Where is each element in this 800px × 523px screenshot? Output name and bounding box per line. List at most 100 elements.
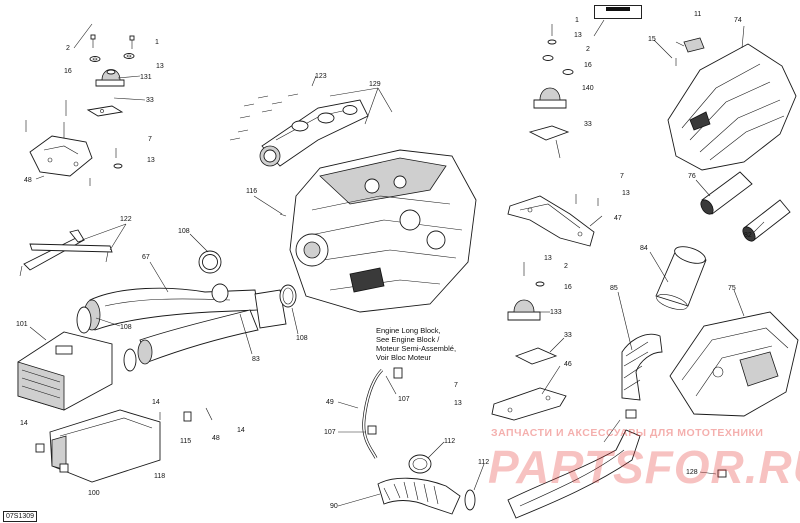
callout-16: 16 — [64, 68, 72, 75]
hose-clamp-112 — [408, 454, 476, 511]
label-part-11 — [683, 37, 705, 53]
callout-14-c: 14 — [20, 420, 28, 427]
callout-1: 1 — [155, 39, 159, 46]
callout-2: 2 — [66, 45, 70, 52]
airbox-cover-74 — [667, 43, 797, 171]
spacer-part-33-right — [528, 125, 570, 141]
callout-118: 118 — [154, 473, 165, 480]
hose-clamp-108-right — [279, 284, 297, 308]
bracket-part-48 — [25, 100, 93, 177]
breather-hose-49 — [362, 367, 403, 459]
callout-14-a: 14 — [152, 399, 160, 406]
warning-decal — [594, 5, 642, 19]
callout-75: 75 — [728, 285, 736, 292]
leader-lines — [29, 19, 765, 507]
engine-long-block — [279, 149, 477, 313]
engine-mount-133 — [507, 262, 545, 321]
watermark-subtitle: ЗАПЧАСТИ И АКСЕССУАРЫ ДЛЯ МОТОТЕХНИКИ — [491, 427, 764, 439]
intake-duct-67 — [83, 283, 287, 365]
callout-122: 122 — [120, 216, 132, 223]
washer-part-16 — [89, 56, 101, 62]
callout-83: 83 — [252, 356, 260, 363]
callout-13-b: 13 — [147, 157, 155, 164]
callout-67: 67 — [142, 254, 150, 261]
right-engine-mount-group — [491, 24, 599, 421]
callout-49: 49 — [326, 399, 334, 406]
hose-clamp-108-top — [198, 250, 222, 274]
callout-108-b: 108 — [120, 324, 132, 331]
heat-shield-118 — [35, 407, 213, 483]
callout-107-a: 107 — [398, 396, 410, 403]
intake-boot-85 — [621, 333, 663, 401]
callout-15: 15 — [648, 36, 656, 43]
callout-116: 116 — [246, 188, 257, 195]
callout-82: 82 — [744, 232, 752, 239]
washer-part-13 — [123, 53, 135, 59]
callout-108-a: 108 — [178, 228, 190, 235]
callout-33-b: 33 — [584, 121, 592, 128]
callout-131: 131 — [140, 74, 152, 81]
warning-decal-bar — [606, 7, 630, 11]
callout-129: 129 — [369, 81, 381, 88]
callout-13-f: 13 — [454, 400, 462, 407]
intake-manifold-129 — [229, 93, 369, 167]
callout-76: 76 — [688, 173, 696, 180]
engine-mount-140 — [533, 87, 567, 109]
callout-33: 33 — [146, 97, 154, 104]
bracket-part-46 — [491, 387, 567, 421]
callout-2-b: 2 — [586, 46, 590, 53]
callout-112-a: 112 — [444, 438, 455, 445]
callout-13-d: 13 — [622, 190, 630, 197]
spacer-part-33-lower — [514, 347, 558, 365]
bolt-part-2 — [90, 34, 96, 48]
hose-clamp-108-mid — [123, 348, 137, 372]
callout-labels: 1 2 16 13 131 33 48 7 13 123 129 116 122… — [16, 11, 752, 510]
callout-11: 11 — [694, 11, 701, 18]
clamp-strap-122 — [19, 229, 113, 277]
left-engine-mount-group — [25, 34, 135, 186]
watermark-logo: PARTSFOR.RU — [488, 441, 800, 493]
air-filter-84 — [655, 246, 707, 310]
intake-tube-76 — [700, 171, 753, 215]
callout-46: 46 — [564, 361, 572, 368]
diagram-code: 07S1309 — [3, 511, 38, 522]
callout-13-c: 13 — [574, 32, 582, 39]
callout-107-b: 107 — [324, 429, 336, 436]
callout-2-c: 2 — [564, 263, 568, 270]
callout-33-c: 33 — [564, 332, 572, 339]
callout-7-c: 7 — [454, 382, 458, 389]
hose-clamp-108-left — [76, 306, 92, 334]
engine-note-line-3: Moteur Semi-Assemblé, — [376, 344, 457, 353]
bolt-part-1 — [129, 35, 135, 49]
callout-101: 101 — [16, 321, 28, 328]
callout-7: 7 — [148, 136, 152, 143]
intercooler-101 — [17, 331, 113, 411]
intake-duct-90 — [377, 477, 461, 515]
spacer-part-33 — [86, 105, 124, 117]
callout-48: 48 — [24, 177, 32, 184]
manifold-bolts-123 — [229, 93, 299, 141]
callout-13-e: 13 — [544, 255, 552, 262]
bolts-part-7-13 — [89, 148, 123, 186]
engine-mount-131 — [95, 69, 125, 87]
callout-1-b: 1 — [575, 17, 579, 24]
airbox-base-75 — [669, 311, 799, 417]
callout-47: 47 — [614, 215, 622, 222]
callout-108-c: 108 — [296, 335, 308, 342]
outlet-duct-main — [507, 409, 727, 519]
callout-100: 100 — [88, 490, 100, 497]
engine-note-line-2: See Engine Block / — [376, 335, 440, 344]
cross-bracket-47 — [507, 195, 595, 247]
callout-90: 90 — [330, 503, 338, 510]
callout-84: 84 — [640, 245, 648, 252]
callout-16-c: 16 — [564, 284, 572, 291]
engine-block-note: Engine Long Block, See Engine Block / Mo… — [376, 326, 456, 362]
callout-14-b: 14 — [237, 427, 245, 434]
callout-48-b: 48 — [212, 435, 220, 442]
callout-115: 115 — [180, 438, 191, 445]
callout-128: 128 — [686, 469, 698, 476]
callout-140: 140 — [582, 85, 594, 92]
callout-123: 123 — [315, 73, 327, 80]
engine-note-line-4: Voir Bloc Moteur — [376, 353, 432, 362]
